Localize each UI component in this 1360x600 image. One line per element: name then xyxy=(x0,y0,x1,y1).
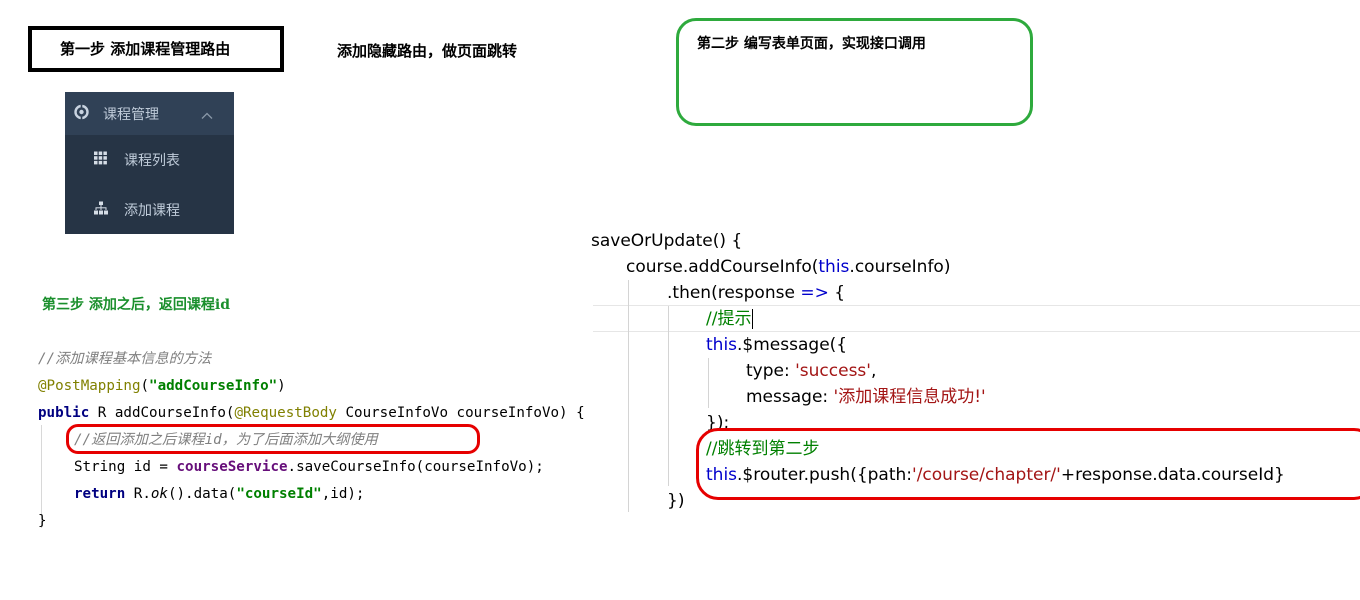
indent-guide xyxy=(41,425,42,528)
code-line: return R.ok().data("courseId",id); xyxy=(74,486,365,502)
code-line: type: 'success', xyxy=(746,361,877,381)
indent-guide xyxy=(708,358,709,408)
line-highlight-rule xyxy=(593,305,1360,306)
sidebar-item-label: 添加课程 xyxy=(124,203,180,219)
highlight-oval xyxy=(66,424,480,454)
menu-header-label: 课程管理 xyxy=(103,106,159,123)
code-line: @PostMapping("addCourseInfo") xyxy=(38,378,286,394)
code-line: this.$router.push({path:'/course/chapter… xyxy=(706,465,1285,485)
code-line: //返回添加之后课程id，为了后面添加大纲使用 xyxy=(74,432,378,448)
code-line: //添加课程基本信息的方法 xyxy=(38,351,212,367)
course-nav-icon xyxy=(74,104,89,123)
step1-label: 第一步 添加课程管理路由 xyxy=(60,40,231,58)
line-highlight-rule xyxy=(593,331,1360,332)
code-line: } xyxy=(38,513,47,529)
code-line: String id = courseService.saveCourseInfo… xyxy=(74,459,544,475)
code-line: course.addCourseInfo(this.courseInfo) xyxy=(626,257,951,277)
table-icon xyxy=(94,151,107,169)
code-line: .then(response => { xyxy=(667,283,846,303)
menu-course-management[interactable]: 课程管理 xyxy=(65,92,234,135)
code-line: }) xyxy=(667,491,685,511)
indent-guide xyxy=(628,280,629,512)
code-line: this.$message({ xyxy=(706,335,848,355)
chevron-up-icon[interactable] xyxy=(201,104,213,123)
step1-note: 添加隐藏路由，做页面跳转 xyxy=(337,42,518,60)
code-line: public R addCourseInfo(@RequestBody Cour… xyxy=(38,405,585,421)
code-line: //提示 xyxy=(706,309,754,329)
code-line: //跳转到第二步 xyxy=(706,439,820,459)
sidebar-item-course-list[interactable]: 课程列表 xyxy=(65,135,234,185)
highlight-oval xyxy=(696,428,1360,500)
code-line: message: '添加课程信息成功!' xyxy=(746,387,986,407)
sidebar-item-label: 课程列表 xyxy=(124,153,180,169)
indent-guide xyxy=(668,306,669,486)
step2-box xyxy=(676,18,1033,126)
sidebar-item-add-course[interactable]: 添加课程 xyxy=(65,185,234,235)
sidebar-menu: 课程管理 课程列表 添加课程 xyxy=(65,92,234,234)
tree-icon xyxy=(94,201,108,219)
code-line: saveOrUpdate() { xyxy=(591,231,743,251)
step1-box xyxy=(28,26,284,72)
step3-label: 第三步 添加之后，返回课程id xyxy=(42,297,230,313)
step2-label: 第二步 编写表单页面，实现接口调用 xyxy=(697,36,926,52)
